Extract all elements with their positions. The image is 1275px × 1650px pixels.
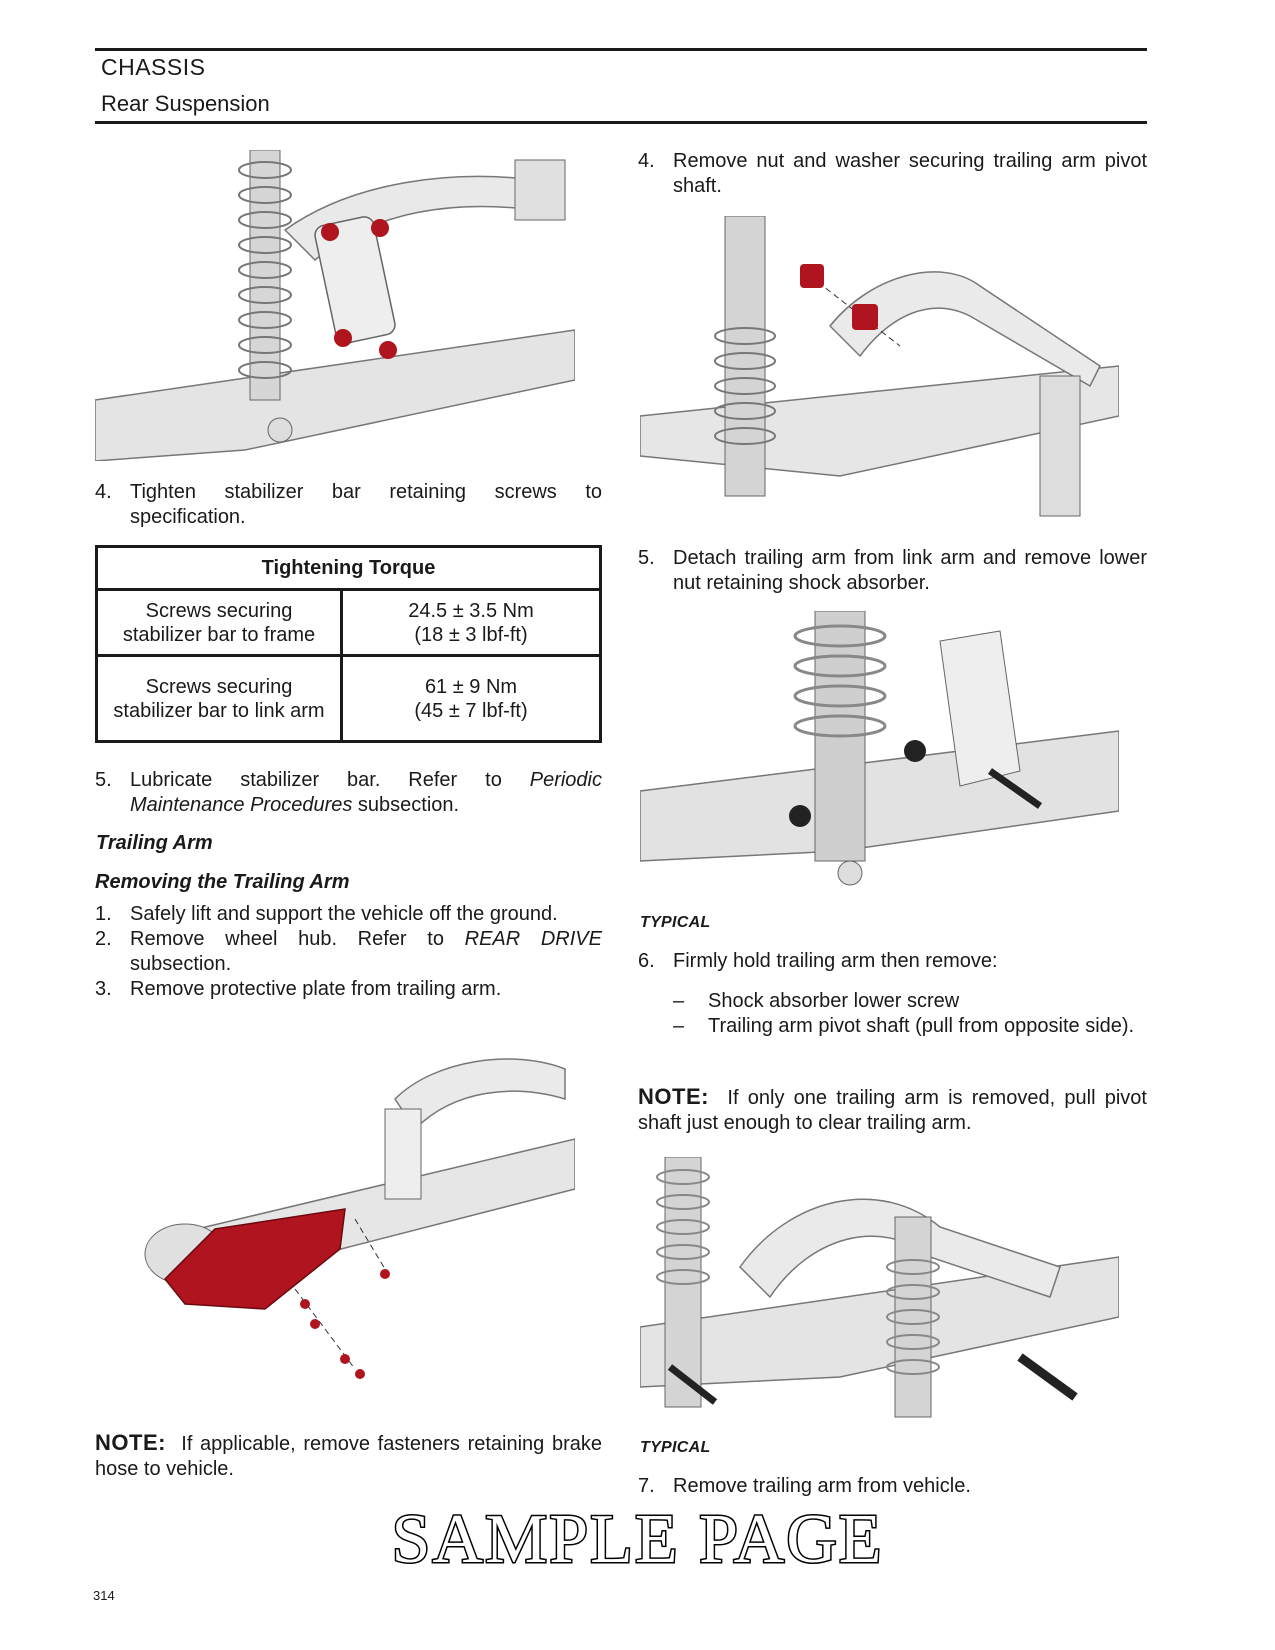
heading-trailing-arm: Trailing Arm xyxy=(96,832,213,854)
right-step-6: 6. Firmly hold trailing arm then remove: xyxy=(638,949,1147,974)
pivot-shaft-nut-illustration xyxy=(640,216,1119,517)
shock-absorber-lower-nut-illustration xyxy=(640,611,1119,886)
table-cell-item: Screws securing stabilizer bar to frame xyxy=(95,588,343,657)
step-text-a: Lubricate stabilizer bar. Refer to xyxy=(130,769,530,791)
periodic-maintenance-link[interactable]: Periodic Maintenance Procedures xyxy=(130,769,602,816)
left-note: NOTE: If applicable, remove fasteners re… xyxy=(95,1430,602,1482)
dash-marker: – xyxy=(673,1015,685,1037)
step-text: Tighten stabilizer bar retaining screws … xyxy=(130,481,602,528)
step-text-b: subsection. xyxy=(352,794,460,816)
step-number: 2. xyxy=(95,928,112,950)
step-text: Remove wheel hub. Refer to REAR DRIVE su… xyxy=(130,927,602,977)
stabilizer-bar-illustration xyxy=(95,150,575,461)
table-title: Tightening Torque xyxy=(95,545,602,591)
bullet-text: Trailing arm pivot shaft (pull from oppo… xyxy=(708,1015,1135,1037)
step-text: Firmly hold trailing arm then remove: xyxy=(673,950,998,972)
list-item: – Trailing arm pivot shaft (pull from opp… xyxy=(673,1014,1147,1039)
step-number: 1. xyxy=(95,903,112,925)
list-item: 3. Remove protective plate from trailing … xyxy=(95,977,602,1002)
sample-page-watermark: SAMPLE PAGE xyxy=(390,1500,884,1580)
chapter-title: CHASSIS xyxy=(101,54,206,80)
trailing-arm-pivot-illustration xyxy=(640,1157,1119,1418)
note-text: If only one trailing arm is removed, pul… xyxy=(638,1087,1147,1134)
header-bottom-rule xyxy=(95,121,1147,124)
figure-caption-typical: TYPICAL xyxy=(640,914,711,931)
list-item: 2. Remove wheel hub. Refer to REAR DRIVE … xyxy=(95,927,602,977)
value-lbf: (18 ± 3 lbf-ft) xyxy=(414,623,528,646)
step-number: 4. xyxy=(638,150,655,172)
dash-marker: – xyxy=(673,990,685,1012)
step-number: 4. xyxy=(95,481,112,503)
right-step-5: 5. Detach trailing arm from link arm and… xyxy=(638,546,1147,596)
left-step-4: 4. Tighten stabilizer bar retaining scre… xyxy=(95,480,602,530)
right-step-7: 7. Remove trailing arm from vehicle. xyxy=(638,1474,1147,1499)
figure-caption-typical: TYPICAL xyxy=(640,1439,711,1456)
note-text: If applicable, remove fasteners retainin… xyxy=(95,1433,602,1480)
step-number: 5. xyxy=(95,769,112,791)
step-text: Remove nut and washer securing trailing … xyxy=(673,150,1147,197)
step-text: Remove trailing arm from vehicle. xyxy=(673,1475,971,1497)
removal-bullets: – Shock absorber lower screw – Trailing ar… xyxy=(638,989,1147,1039)
table-row: Screws securing stabilizer bar to frame … xyxy=(95,588,602,657)
section-title: Rear Suspension xyxy=(101,91,270,116)
note-label: NOTE: xyxy=(95,1430,166,1455)
value-lbf: (45 ± 7 lbf-ft) xyxy=(414,699,528,722)
step-number: 6. xyxy=(638,950,655,972)
bullet-text: Shock absorber lower screw xyxy=(708,990,960,1012)
step-text: Detach trailing arm from link arm and re… xyxy=(673,547,1147,594)
step-text: Safely lift and support the vehicle off … xyxy=(130,903,558,925)
list-item: – Shock absorber lower screw xyxy=(673,989,1147,1014)
step-text-b: subsection. xyxy=(130,953,232,975)
left-step-5: 5. Lubricate stabilizer bar. Refer to Pe… xyxy=(95,768,602,818)
table-row: Screws securing stabilizer bar to link a… xyxy=(95,654,602,743)
list-item: 1. Safely lift and support the vehicle of… xyxy=(95,902,602,927)
step-number: 5. xyxy=(638,547,655,569)
table-cell-value: 61 ± 9 Nm(45 ± 7 lbf-ft) xyxy=(340,654,602,743)
step-number: 3. xyxy=(95,978,112,1000)
right-step-4: 4. Remove nut and washer securing traili… xyxy=(638,149,1147,199)
header-top-rule xyxy=(95,48,1147,51)
step-text: Lubricate stabilizer bar. Refer to Perio… xyxy=(130,768,602,818)
step-text: Remove protective plate from trailing ar… xyxy=(130,978,502,1000)
protective-plate-illustration xyxy=(144,1058,575,1379)
step-text-a: Remove wheel hub. Refer to xyxy=(130,928,465,950)
value-nm: 61 ± 9 Nm xyxy=(424,675,518,698)
value-nm: 24.5 ± 3.5 Nm xyxy=(408,599,534,622)
heading-removing-trailing-arm: Removing the Trailing Arm xyxy=(95,871,350,893)
right-note: NOTE: If only one trailing arm is remove… xyxy=(638,1084,1147,1136)
rear-drive-link[interactable]: REAR DRIVE xyxy=(464,928,602,950)
page-number: 314 xyxy=(93,1588,115,1603)
table-cell-value: 24.5 ± 3.5 Nm(18 ± 3 lbf-ft) xyxy=(340,588,602,657)
note-label: NOTE: xyxy=(638,1084,709,1109)
step-number: 7. xyxy=(638,1475,655,1497)
tightening-torque-table: Tightening Torque Screws securing stabil… xyxy=(95,545,602,743)
removal-steps: 1. Safely lift and support the vehicle of… xyxy=(95,902,602,1002)
table-cell-item: Screws securing stabilizer bar to link a… xyxy=(95,654,343,743)
